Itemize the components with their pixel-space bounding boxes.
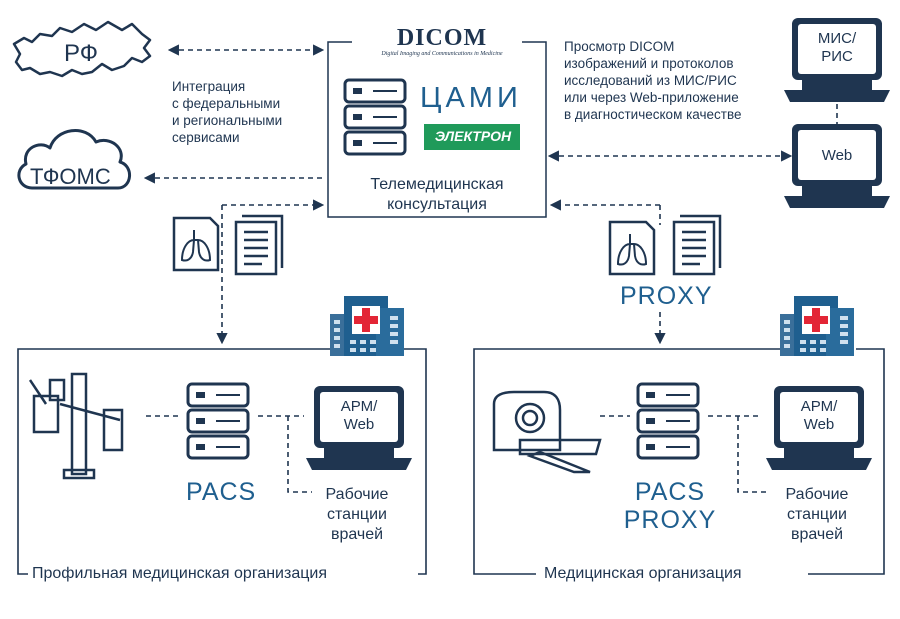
monitor-icon <box>784 124 890 208</box>
russia-map-icon <box>12 20 152 78</box>
cami-label: ЦАМИ <box>420 82 522 114</box>
text-document-icon <box>234 214 284 276</box>
ct-scanner-icon <box>492 390 602 474</box>
elektron-label: ЭЛЕКТРОН <box>434 128 512 144</box>
mis-ris-label: МИС/ РИС <box>817 30 857 65</box>
proxy-label: PROXY <box>620 282 713 310</box>
server-icon <box>343 78 407 156</box>
arm-web-right-label: АРМ/ Web <box>800 398 838 433</box>
dicom-logo: DICOM Digital Imaging and Communications… <box>381 25 503 57</box>
tfoms-label: ТФОМС <box>30 164 111 189</box>
web-label: Web <box>821 147 853 164</box>
workstations-right-label: Рабочие станции врачей <box>785 486 849 543</box>
workstations-left-label: Рабочие станции врачей <box>325 486 389 543</box>
hospital-icon <box>330 296 404 356</box>
pacs-proxy-right-label: PACS PROXY <box>623 478 717 534</box>
org-box-left <box>17 348 427 575</box>
elektron-logo <box>424 124 520 150</box>
server-icon <box>186 382 250 460</box>
arm-web-left-label: АРМ/ Web <box>340 398 378 433</box>
telemed-label: Телемедицинская консультация <box>370 176 504 213</box>
cloud-icon <box>17 129 131 190</box>
org-right-label: Медицинская организация <box>544 565 742 582</box>
integration-text: Интеграция с федеральными и региональным… <box>172 79 283 145</box>
org-box-right <box>473 348 885 575</box>
viewing-text: Просмотр DICOM изображений и протоколов … <box>564 39 742 122</box>
lungs-document-icon <box>608 220 656 276</box>
text-document-icon <box>672 214 722 276</box>
rf-label: РФ <box>64 40 98 67</box>
org-left-label: Профильная медицинская организация <box>32 565 327 582</box>
server-icon <box>636 382 700 460</box>
hospital-icon <box>780 296 854 356</box>
pacs-left-label: PACS <box>186 478 257 506</box>
lungs-document-icon <box>172 216 220 272</box>
xray-machine-icon <box>28 372 124 480</box>
